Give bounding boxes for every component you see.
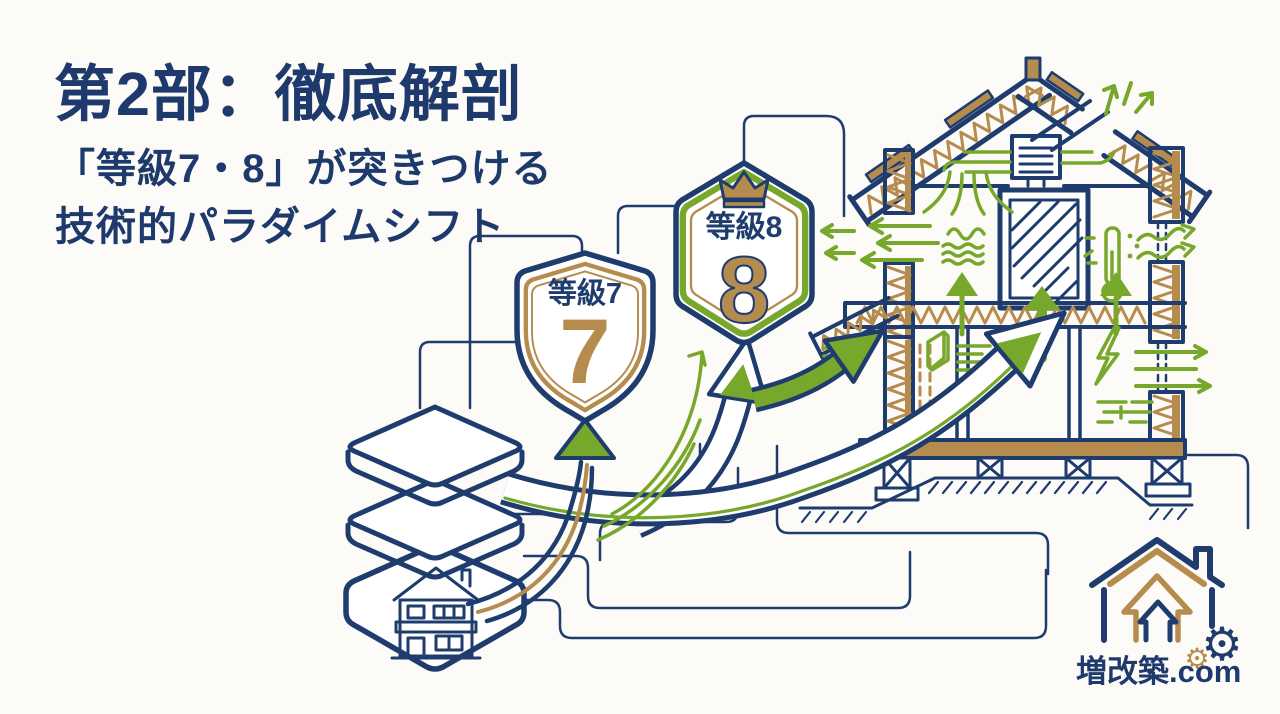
page-subtitle-line1: 「等級7・8」が突きつける [55, 147, 553, 191]
thermometer-icon [1083, 226, 1140, 303]
arrow-to-grade7 [465, 418, 616, 624]
site-logo-text: 増改築.com [1076, 654, 1242, 689]
ridge-cap [1024, 56, 1042, 82]
house-cross-section [798, 56, 1213, 524]
window [997, 187, 1091, 311]
insulation-batt-icon [926, 330, 950, 372]
exhaust-arrows-icon [1102, 81, 1154, 116]
post-right [1067, 325, 1082, 442]
leftward-arrows-icon [820, 217, 940, 269]
supply-air-flow-icon [922, 150, 1116, 216]
ground-hatch [798, 476, 1194, 524]
grade7-badge: 等級7 7 [514, 250, 656, 424]
logo-inner-roof [1107, 548, 1207, 587]
page-title: 第2部：徹底解剖 [54, 60, 523, 128]
insulation-brick-icon [1096, 400, 1154, 424]
layer-stack [343, 404, 527, 672]
logo-arrow-tan [1121, 573, 1193, 643]
thin-green-arrow [596, 350, 707, 542]
grade8-number: 8 [718, 237, 770, 342]
small-house-icon [390, 566, 482, 660]
crown-icon [718, 170, 770, 209]
grade8-label: 等級8 [706, 210, 783, 244]
straight-out-arrows-icon [1134, 344, 1212, 394]
thick-green-arrow [751, 328, 885, 413]
logo-arrow-navy [1137, 599, 1179, 643]
grade7-number: 7 [559, 301, 610, 403]
logo-house-roof [1089, 537, 1225, 588]
logo-house-walls [1101, 587, 1215, 643]
site-logo: ⚙ ⚙ [1089, 537, 1243, 674]
big-sweep-arrow [499, 310, 1067, 527]
page-subtitle-line2: 技術的パラダイムシフト [55, 205, 506, 249]
wavy-out-arrows-icon [1136, 223, 1196, 260]
up-arrow-2f-left-icon [946, 272, 978, 337]
vent-duct [1030, 99, 1110, 152]
lightning-icon [1094, 326, 1121, 386]
ventilation-unit [1010, 99, 1110, 188]
gear-icon-small: ⚙ [1184, 643, 1209, 674]
gear-icon: ⚙ [1201, 618, 1242, 670]
humidity-icon [941, 227, 986, 266]
layer-tile-2 [345, 477, 525, 580]
grade7-label: 等級7 [548, 276, 622, 310]
grade8-badge: 等級8 8 [673, 160, 815, 346]
roof-left [847, 71, 1053, 228]
airflow-icons [820, 150, 1212, 424]
layer-tile-1 [345, 404, 525, 507]
